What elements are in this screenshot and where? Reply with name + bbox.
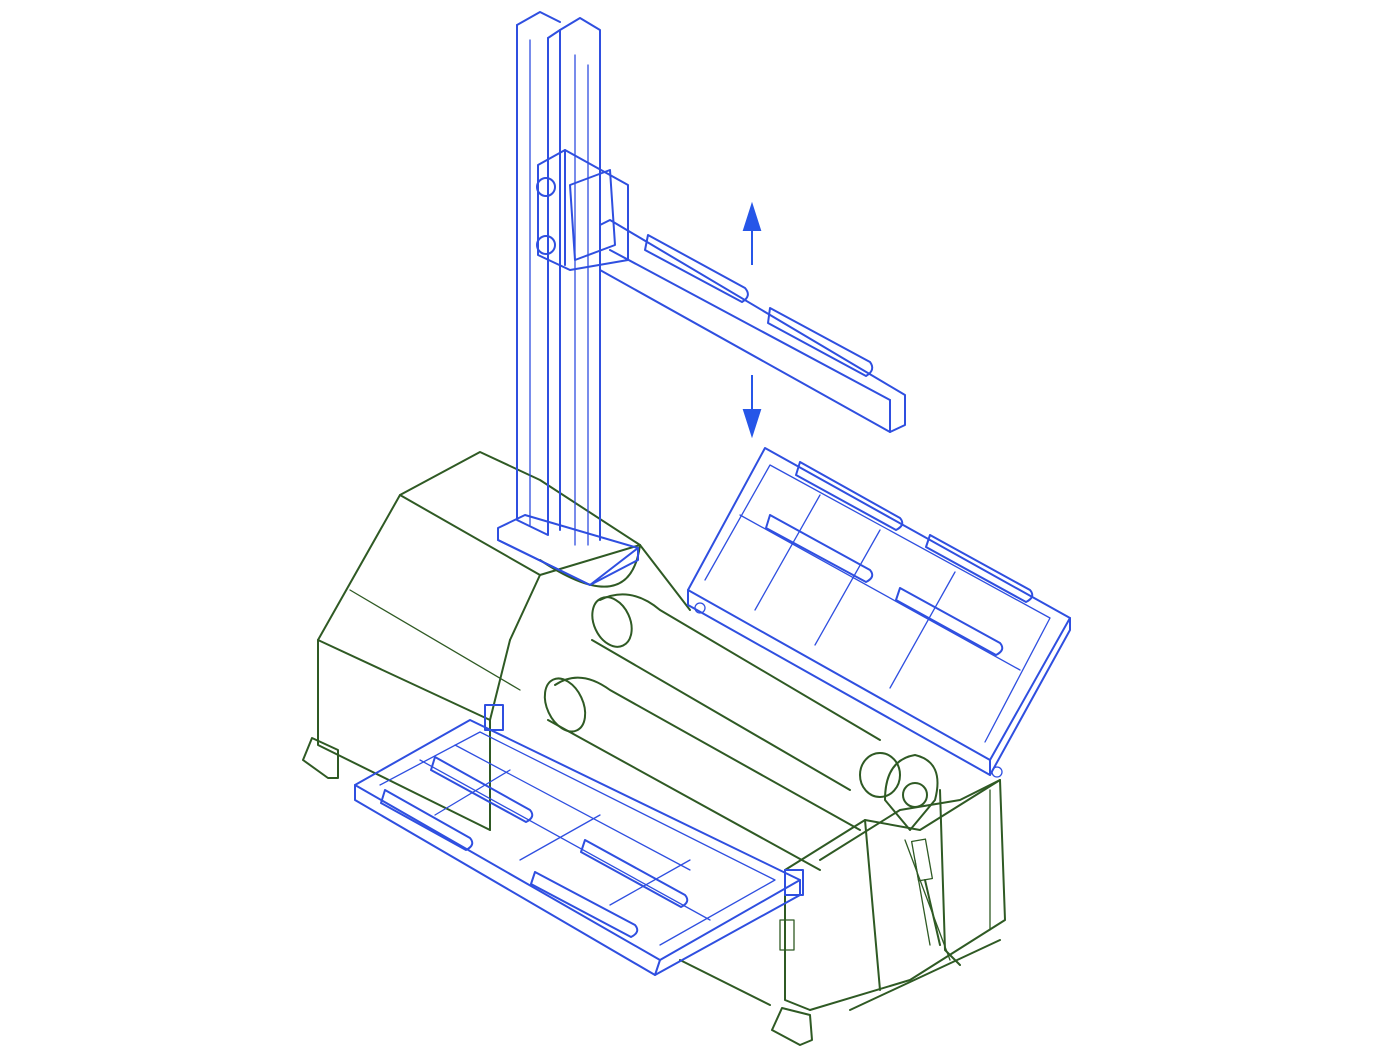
bolt-top <box>536 177 556 197</box>
right-housing <box>679 754 1006 1046</box>
lower-support-frame <box>354 704 804 976</box>
upper-support-frame <box>687 447 1071 778</box>
lift-arm <box>599 219 906 433</box>
machine-body <box>302 451 1006 1046</box>
rolls <box>539 544 901 871</box>
vertical-motion-arrows <box>742 201 762 439</box>
arrow-up-icon <box>742 201 762 265</box>
left-housing <box>302 451 691 831</box>
vertical-column <box>497 11 639 586</box>
bolt-bottom <box>536 235 556 255</box>
arrow-down-icon <box>742 375 762 439</box>
